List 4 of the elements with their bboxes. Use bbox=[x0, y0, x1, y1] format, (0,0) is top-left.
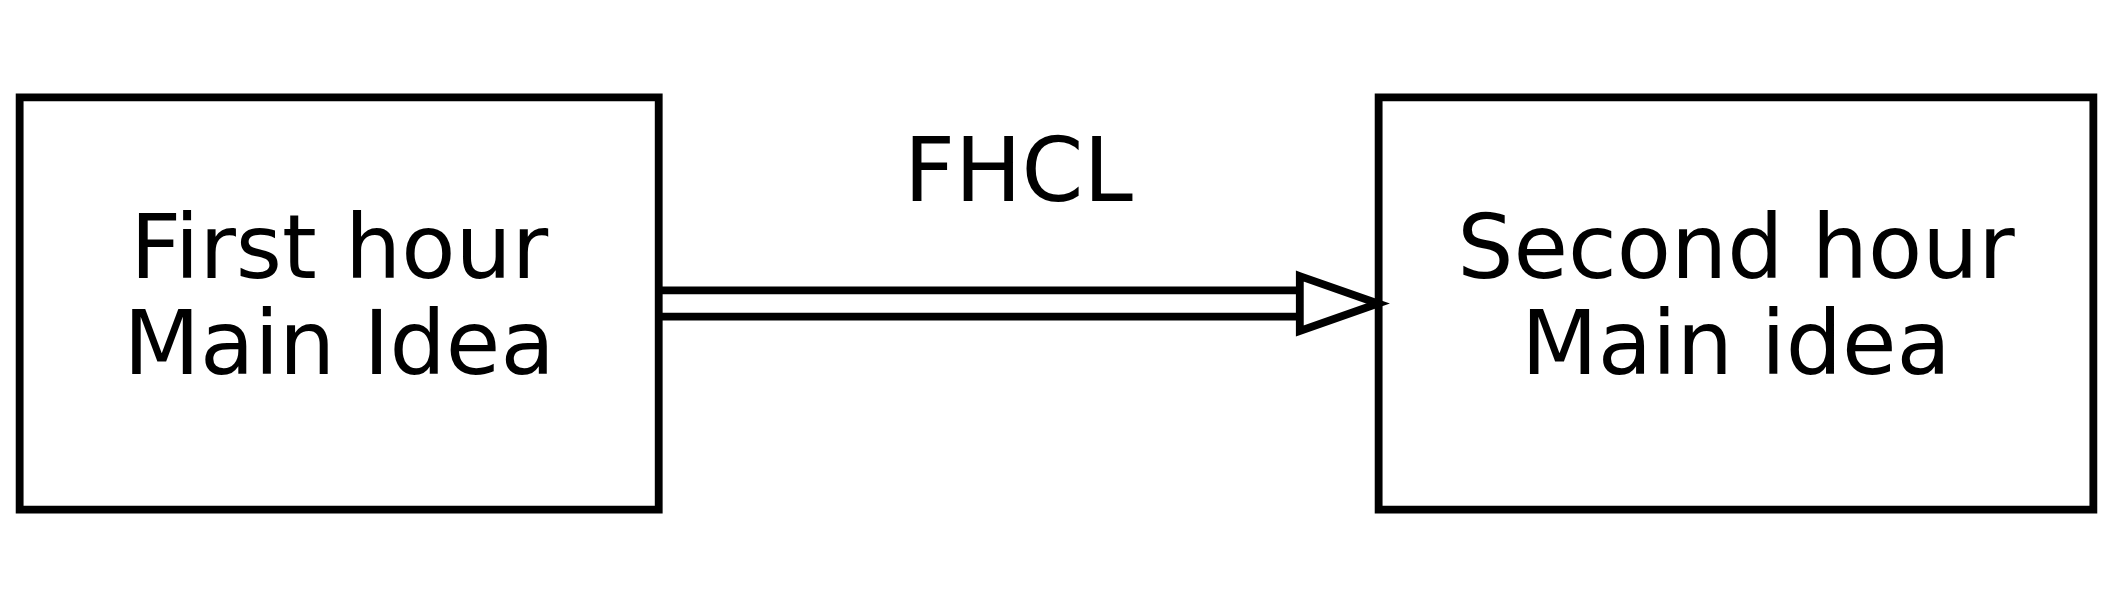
node-box: First hour Main Idea bbox=[15, 93, 663, 513]
arrow bbox=[659, 270, 1390, 336]
edge-label: FHCL bbox=[903, 118, 1133, 222]
node-box: Second hour Main idea bbox=[1374, 93, 2098, 513]
